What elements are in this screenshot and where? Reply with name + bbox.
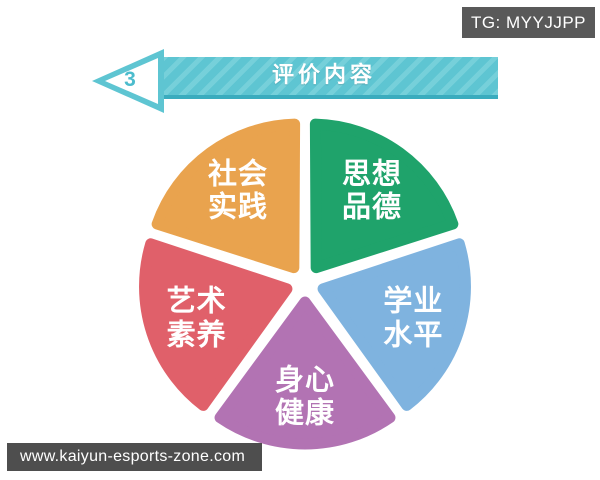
section-banner: 评价内容 (150, 57, 498, 99)
pie-segment-1 (317, 238, 471, 411)
pie-segment-0 (309, 118, 459, 274)
pie-segment-3 (139, 238, 293, 411)
watermark-url: www.kaiyun-esports-zone.com (7, 443, 262, 471)
section-banner-title: 评价内容 (271, 63, 376, 88)
pie-segment-2 (214, 296, 396, 450)
telegram-badge: TG: MYYJJPP (462, 7, 595, 38)
banner-arrow-icon (92, 49, 164, 113)
pie-segment-4 (151, 118, 301, 274)
banner-step-number: 3 (124, 68, 136, 91)
